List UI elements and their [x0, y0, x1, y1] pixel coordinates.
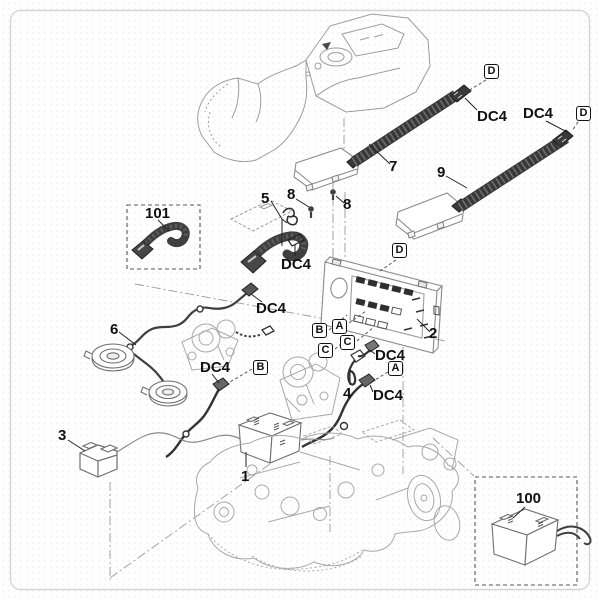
dc4-label-lower-cable: DC4 — [373, 387, 404, 404]
leader-lines — [67, 97, 570, 519]
dc4-label-cable7: DC4 — [477, 108, 508, 125]
screw-8-right — [330, 189, 336, 200]
chassis-sketch — [193, 419, 461, 572]
tag-a-cable: A — [388, 361, 403, 376]
cover-plate-sketch — [229, 199, 294, 232]
part-number-3-label: 3 — [58, 427, 67, 444]
signal-cable-4 — [347, 339, 380, 386]
spring-clip-5 — [282, 207, 298, 226]
tag-c-board: C — [340, 335, 355, 350]
ultrasonic-sensor-right — [140, 380, 188, 407]
page-frame — [9, 9, 591, 591]
tag-b-cable: B — [253, 360, 268, 375]
part-number-9-label: 9 — [437, 164, 446, 181]
screw-8-left — [308, 206, 314, 218]
tag-c-cable: C — [318, 343, 333, 358]
strap-101 — [131, 221, 190, 260]
charger-100 — [490, 508, 592, 566]
circuit-board-2 — [320, 256, 444, 354]
part-number-6-label: 6 — [110, 321, 119, 338]
mower-hood-sketch — [197, 13, 431, 163]
tag-d-cable9: D — [576, 106, 591, 121]
tag-b-board: B — [312, 323, 327, 338]
part-number-4-label: 4 — [343, 385, 352, 402]
dc4-label-cable9: DC4 — [523, 105, 554, 122]
sensor-module-pad-1 — [293, 147, 362, 192]
part-number-8-left-label: 8 — [287, 186, 296, 203]
part-number-2-label: 2 — [429, 325, 438, 342]
dc4-label-left-cable: DC4 — [200, 359, 231, 376]
cable-harness-6 — [103, 282, 276, 392]
ribbon-cable-9 — [456, 129, 574, 212]
tag-a-board: A — [332, 319, 347, 334]
dashed-box-100 — [474, 476, 578, 586]
battery-1 — [237, 412, 335, 464]
dc4-label-cable4: DC4 — [375, 347, 406, 364]
motor-assembly-right — [279, 352, 341, 421]
part-number-8-right-label: 8 — [343, 196, 352, 213]
motor-assembly-left — [181, 319, 239, 371]
charger-cable — [556, 525, 592, 546]
part-number-100-label: 100 — [516, 490, 542, 507]
dc4-label-harness: DC4 — [256, 300, 287, 317]
bracket-3 — [79, 432, 259, 478]
carry-strap-dc4 — [240, 231, 309, 274]
direction-arrow-icon — [322, 42, 331, 50]
tag-d-cable7: D — [484, 64, 499, 79]
connector-cable-b — [165, 377, 230, 459]
part-number-5-label: 5 — [261, 190, 270, 207]
cable-9-connector — [552, 129, 574, 148]
part-number-1-label: 1 — [241, 468, 250, 485]
dc4-label-strap: DC4 — [281, 256, 312, 273]
connector-cable-a — [301, 373, 376, 449]
ribbon-cable-7 — [350, 84, 472, 167]
ultrasonic-sensor-left — [83, 343, 135, 372]
dashed-box-101 — [126, 204, 201, 270]
cable-7-connector — [449, 84, 472, 103]
part-number-101-label: 101 — [145, 205, 171, 222]
tag-d-board: D — [392, 243, 407, 258]
part-number-7-label: 7 — [389, 158, 398, 175]
sensor-module-pad-2 — [395, 192, 469, 240]
